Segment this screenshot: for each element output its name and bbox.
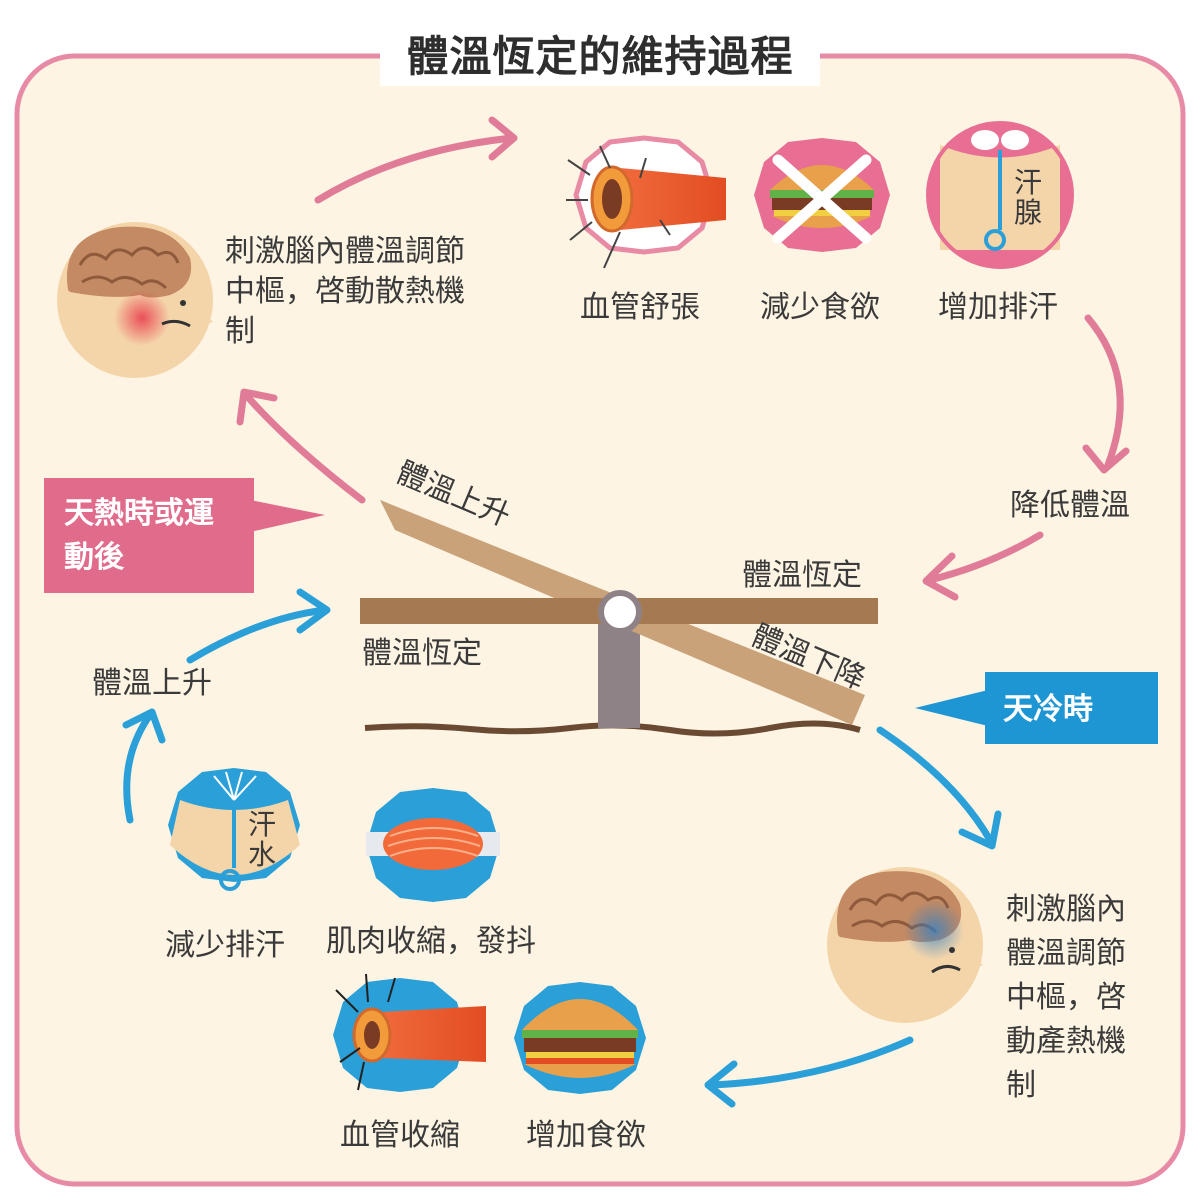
sweat-icon (168, 768, 300, 891)
response-label-reduce-sweat: 減少排汗 (165, 928, 285, 963)
arrow-rise-to-balance (186, 606, 329, 664)
burger-icon (514, 982, 646, 1094)
balance-label-right: 體溫恆定 (742, 558, 862, 593)
sweat-inner-text: 汗水 (248, 808, 277, 871)
vessel-constrict-icon (333, 973, 486, 1092)
diagram-title: 體溫恆定的維持過程 (380, 28, 820, 86)
response-label-reduce-appetite: 減少食欲 (760, 290, 880, 325)
response-label-vessel-dilate: 血管舒張 (580, 290, 700, 325)
sweat-gland-icon (926, 121, 1074, 269)
cold-callout (915, 672, 1158, 744)
balance-label-left: 體溫恆定 (362, 636, 482, 671)
response-label-increase-sweat: 增加排汗 (938, 290, 1058, 325)
arrow-rise-to-brain (242, 391, 366, 504)
hot-callout-text: 天熱時或運動後 (64, 496, 214, 575)
muscle-icon (366, 788, 500, 902)
arrow-to-balance (926, 531, 1044, 584)
seesaw-pivot (598, 590, 642, 634)
hot-callout (44, 478, 325, 593)
cold-arrows (122, 588, 1002, 1108)
response-label-vessel-constrict: 血管收縮 (340, 1118, 460, 1153)
cold-brain-text: 刺激腦內體溫調節中樞，啓動產熱機制 (1006, 892, 1126, 1103)
no-burger-icon (754, 138, 890, 252)
response-label-muscle-shiver: 肌肉收縮，發抖 (326, 924, 536, 959)
warm-brain-text: 刺激腦內體溫調節中樞，啓動散熱機制 (225, 234, 465, 349)
arrow-brain-to-responses-cold (708, 1036, 914, 1089)
result-lower-temp: 降低體溫 (1010, 488, 1130, 523)
arrow-drop-to-brain (876, 726, 994, 844)
seesaw (360, 500, 878, 737)
brain-head-warm-icon (57, 222, 213, 378)
warm-arrows (236, 116, 1130, 601)
vessel-dilate-icon (566, 135, 726, 269)
arrow-sweat-to-lower-temp (1084, 314, 1124, 469)
brain-head-cold-icon (827, 867, 983, 1023)
sweat-gland-inner-text: 汗腺 (1014, 166, 1043, 229)
response-label-increase-appetite: 增加食欲 (526, 1118, 646, 1153)
arrow-brain-to-responses (314, 134, 516, 204)
cold-callout-text: 天冷時 (1003, 692, 1093, 727)
result-temp-rise: 體溫上升 (92, 666, 212, 701)
arrow-sweat-to-rise (123, 711, 154, 824)
